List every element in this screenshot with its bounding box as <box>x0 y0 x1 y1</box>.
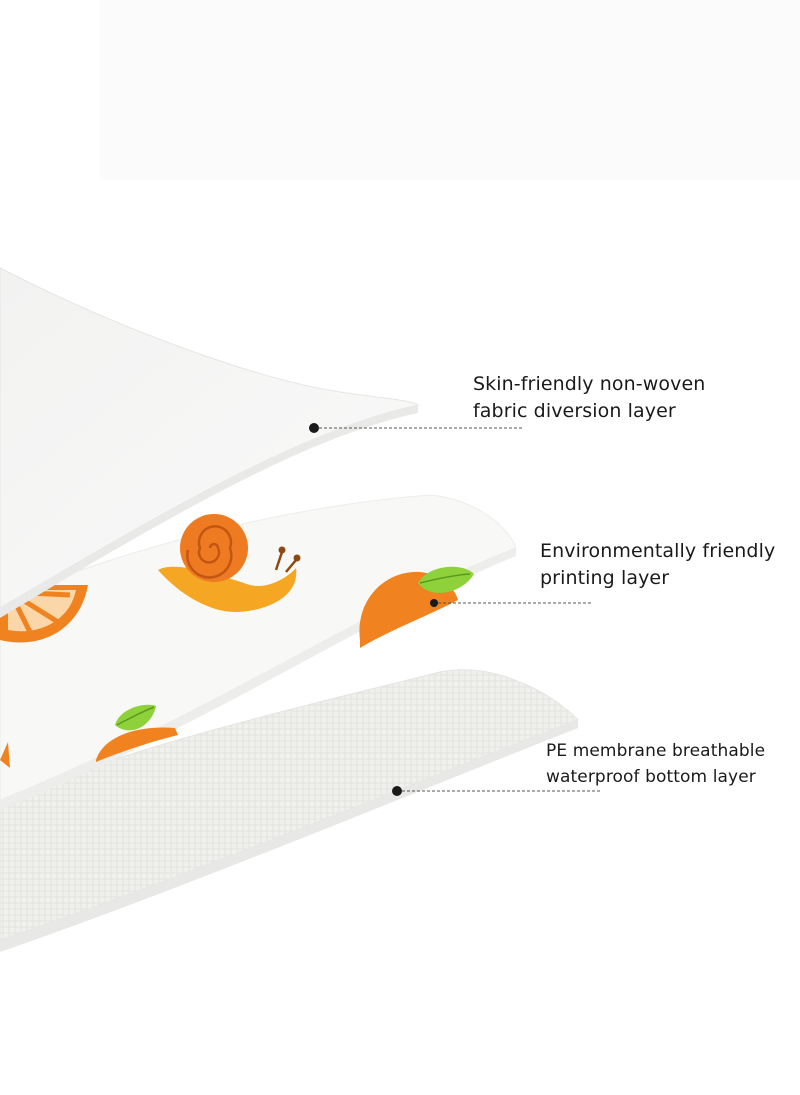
leader-line-middle <box>430 599 592 607</box>
label-top-line-2: fabric diversion layer <box>473 400 676 422</box>
label-bottom-line-2: waterproof bottom layer <box>546 767 756 787</box>
leaf-icon-lower <box>115 704 156 731</box>
leader-line-top <box>309 423 522 433</box>
bottom-layer-edge <box>0 720 578 952</box>
leader-line-bottom <box>392 786 602 796</box>
orange-fruit-icon-lower <box>0 727 178 768</box>
background-sheet <box>100 0 800 180</box>
leaf-icon <box>418 566 474 593</box>
label-middle-line-2: printing layer <box>540 567 670 589</box>
label-top-line-1: Skin-friendly non-woven <box>473 373 706 395</box>
label-middle-line-1: Environmentally friendly <box>540 540 776 562</box>
label-middle-layer: Environmentally friendly printing layer <box>540 538 775 592</box>
bottom-fade <box>0 940 800 1091</box>
label-top-layer: Skin-friendly non-woven fabric diversion… <box>473 371 705 425</box>
label-bottom-line-1: PE membrane breathable <box>546 741 766 761</box>
snail-icon <box>158 514 301 612</box>
label-bottom-layer: PE membrane breathable waterproof bottom… <box>546 738 765 790</box>
bottom-layer-sheet <box>0 669 579 941</box>
